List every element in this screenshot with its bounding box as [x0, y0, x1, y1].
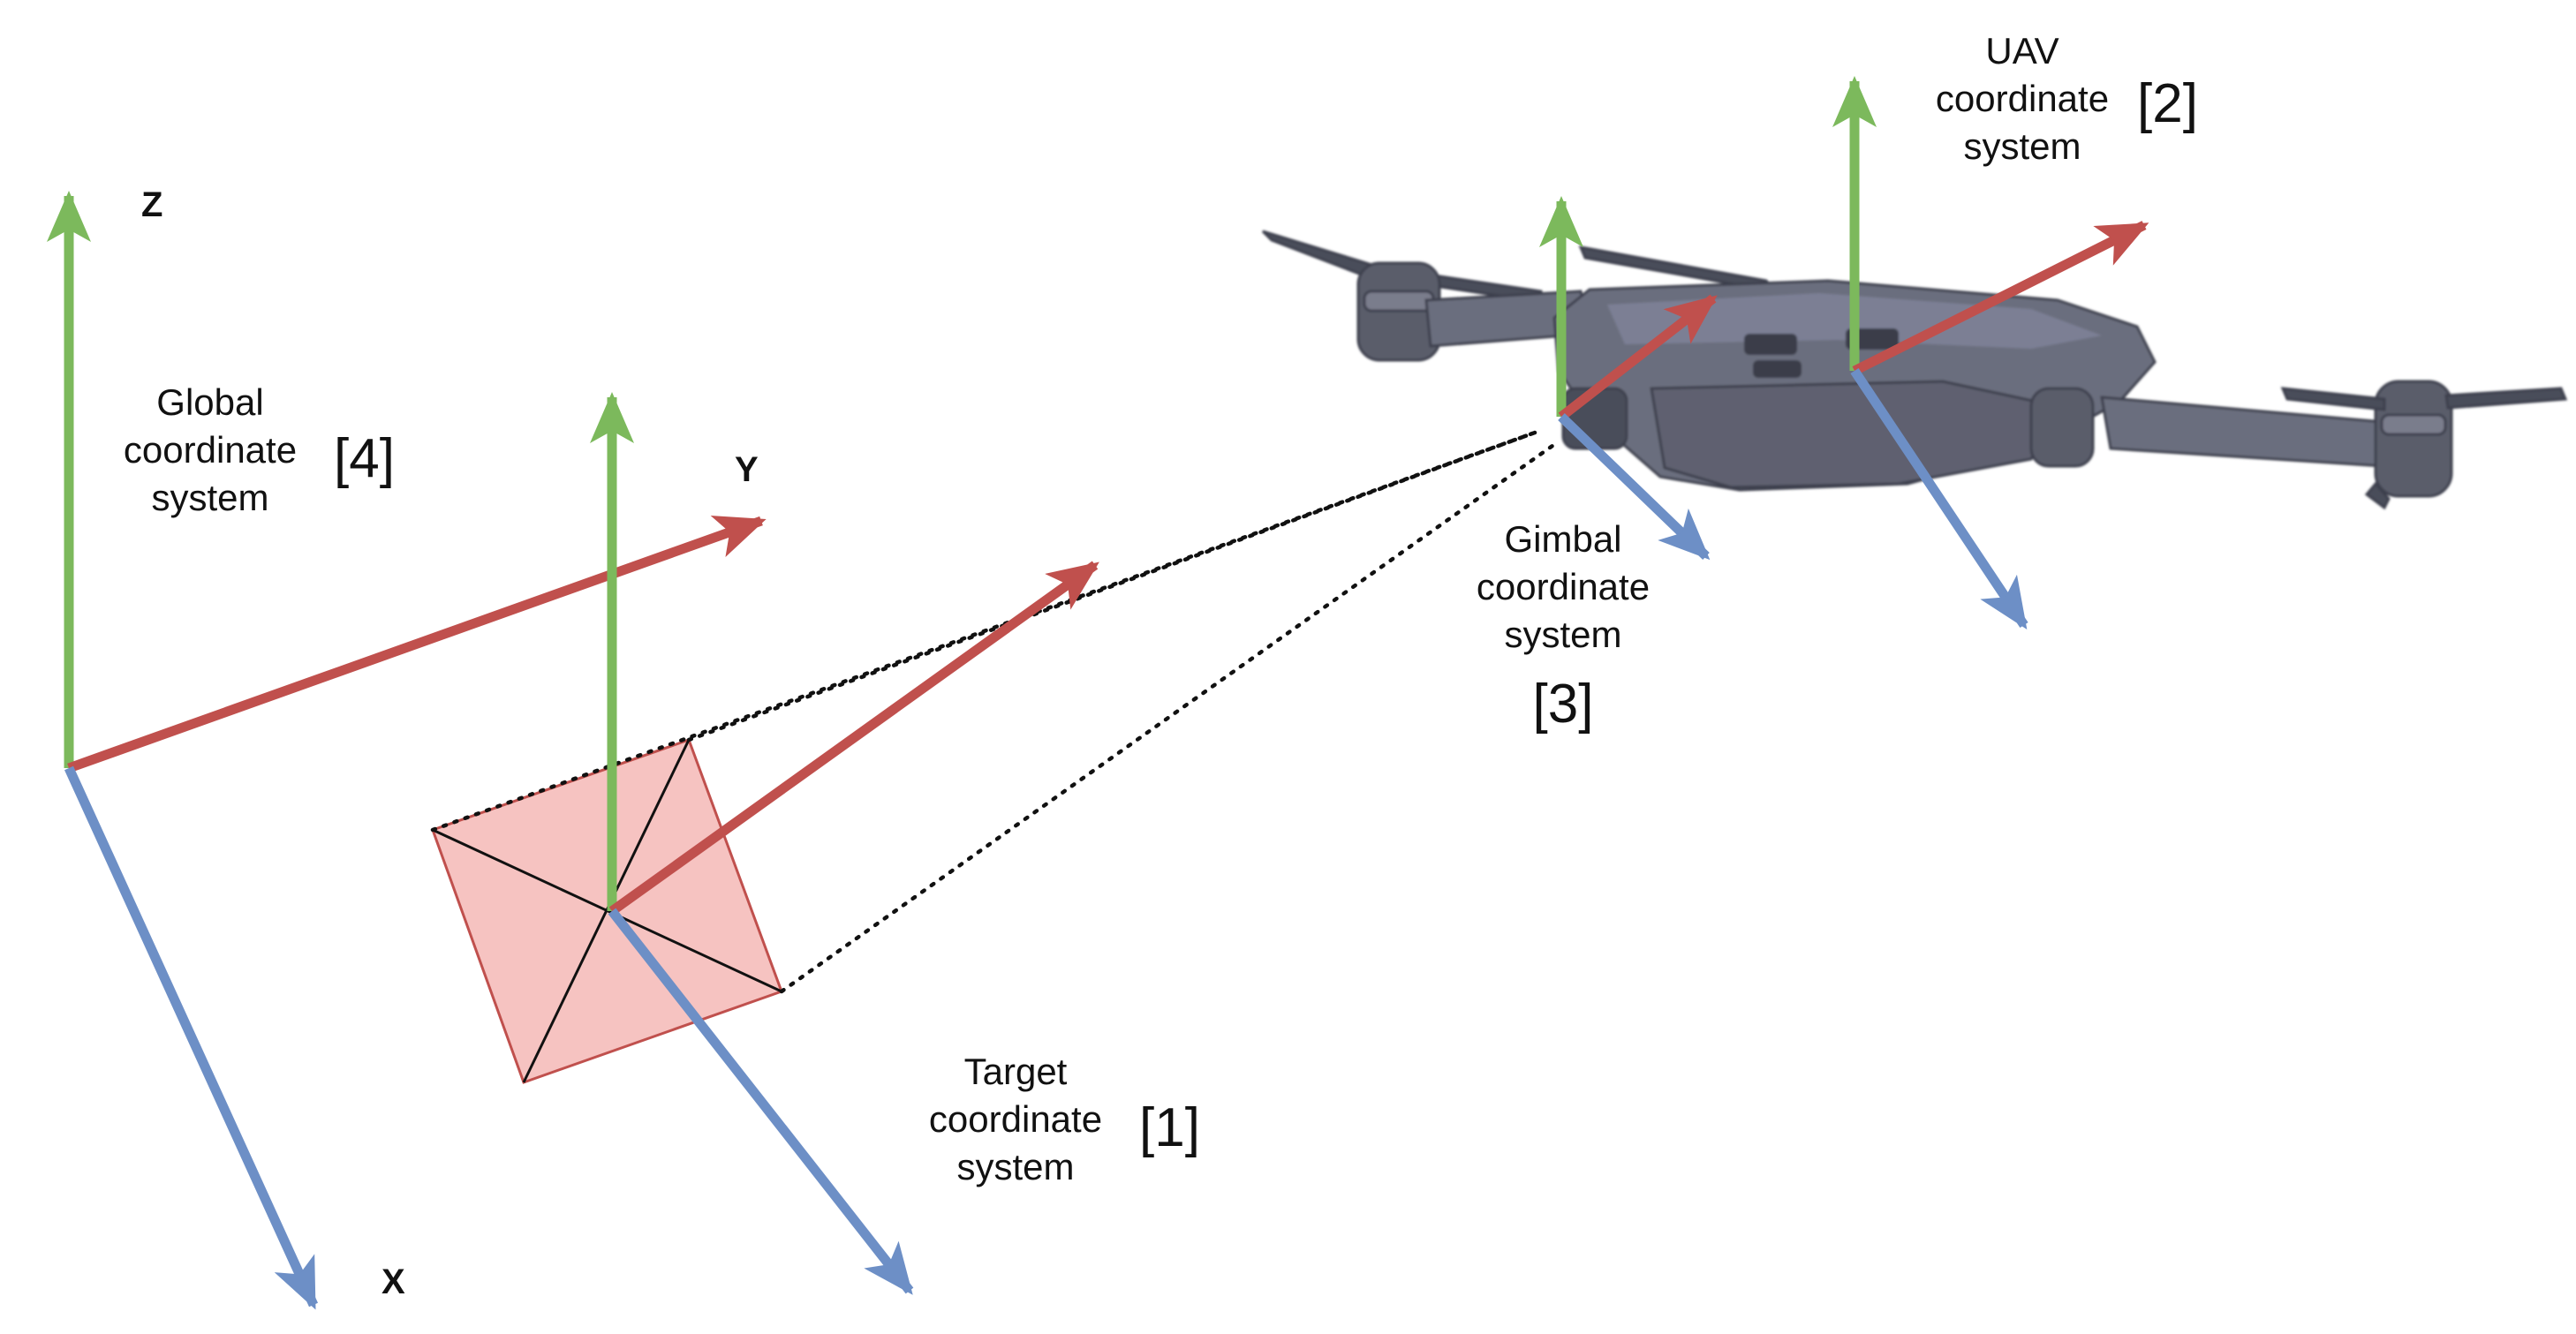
global-frame-line2: coordinate	[124, 429, 297, 471]
rear-motor	[2029, 387, 2095, 468]
rear-leg	[2364, 481, 2391, 510]
uav-axes	[1832, 76, 2149, 629]
target-frame-line3: system	[956, 1146, 1074, 1187]
left-motor-ring	[1363, 290, 1435, 313]
global-frame-line1: Global	[156, 381, 263, 423]
uav-frame-line1: UAV	[1985, 30, 2059, 72]
gimbal-x-axis	[1558, 413, 1711, 561]
target-diagonal-2	[522, 739, 691, 1083]
target-frame-label: Target coordinate system [1]	[929, 1051, 1200, 1187]
right-propeller-blade	[2280, 387, 2386, 411]
gimbal-camera	[1561, 387, 1628, 450]
right-arm	[2100, 396, 2386, 468]
gimbal-frame-line3: system	[1504, 614, 1621, 655]
uav-frame-index: [2]	[2137, 73, 2198, 134]
global-x-axis	[64, 765, 319, 1310]
gimbal-axes	[1539, 196, 1718, 561]
global-axes	[47, 191, 767, 1310]
uav-frame-line3: system	[1963, 125, 2081, 167]
target-frame-index: [1]	[1139, 1097, 1200, 1158]
gimbal-frame-label: Gimbal coordinate system [3]	[1477, 518, 1650, 735]
right-motor	[2374, 380, 2453, 498]
target-y-axis	[608, 561, 1099, 916]
gimbal-frame-line2: coordinate	[1477, 566, 1650, 607]
global-frame-label: Global coordinate system [4]	[124, 381, 395, 518]
uav-y-axis	[1852, 221, 2149, 375]
uav-frame-line2: coordinate	[1936, 78, 2109, 119]
uav-frame-label: UAV coordinate system [2]	[1936, 30, 2198, 167]
global-frame-index: [4]	[334, 428, 395, 489]
gimbal-frame-index: [3]	[1533, 674, 1594, 735]
right-propeller-blade-2	[2444, 387, 2568, 410]
drone-battery	[1650, 380, 2060, 489]
y-axis-label: Y	[735, 450, 759, 489]
z-axis-label: Z	[141, 185, 162, 224]
drone-vent-1	[1744, 334, 1797, 355]
target-axes	[590, 392, 1099, 1295]
target-frame-line2: coordinate	[929, 1098, 1102, 1140]
right-motor-ring	[2380, 413, 2447, 436]
gimbal-y-axis	[1558, 294, 1718, 421]
drone-vent-2	[1753, 360, 1802, 378]
gimbal-frame-line1: Gimbal	[1504, 518, 1621, 560]
target-frame-line1: Target	[964, 1051, 1068, 1092]
target-x-axis	[608, 908, 914, 1295]
global-y-axis	[67, 515, 767, 773]
global-frame-line3: system	[151, 477, 268, 518]
uav-x-axis	[1850, 367, 2028, 629]
projection-line-2	[686, 430, 1537, 742]
projection-line-3	[779, 439, 1561, 994]
x-axis-label: X	[381, 1262, 405, 1301]
